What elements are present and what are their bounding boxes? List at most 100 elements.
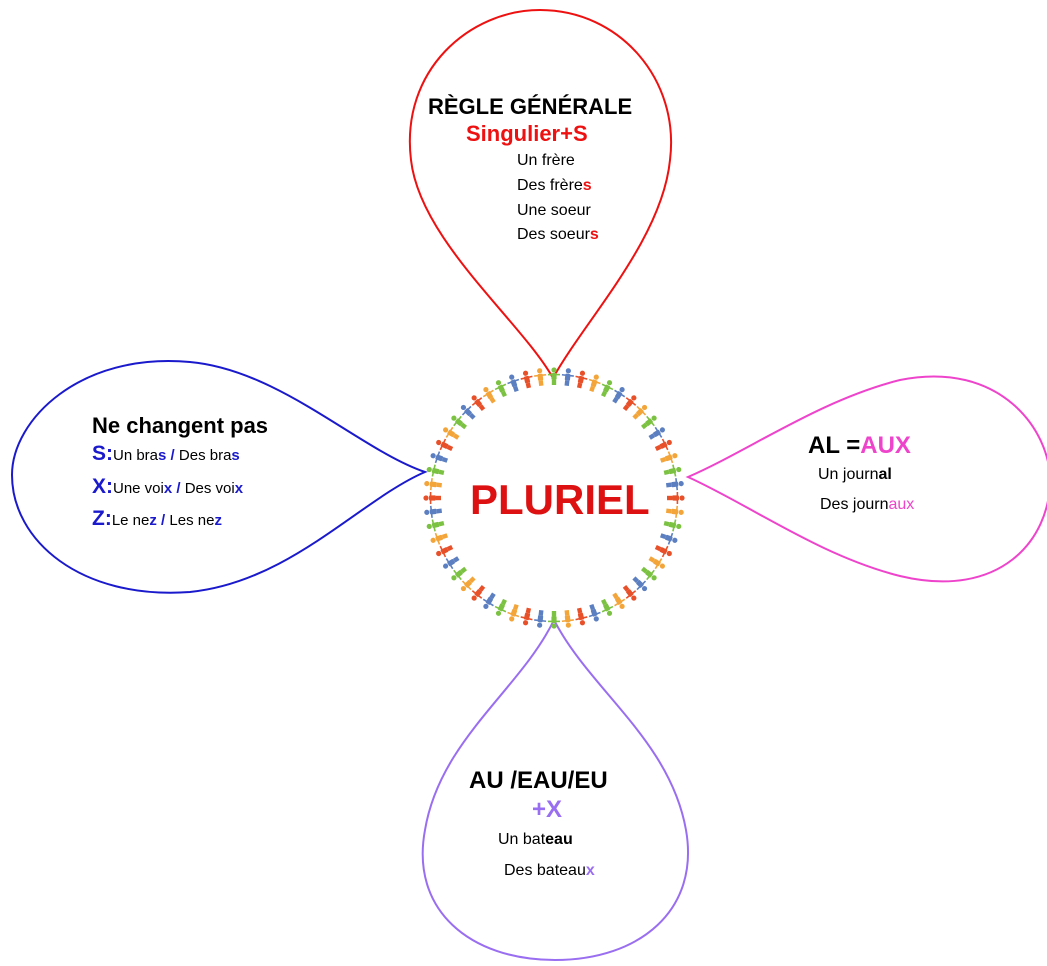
left-row-s-sep: / (166, 447, 179, 464)
ring-person-icon (632, 404, 648, 420)
top-heading: RÈGLE GÉNÉRALE (428, 94, 633, 119)
ring-person-icon (663, 464, 682, 477)
right-example-2: Des journaux (820, 496, 914, 514)
top-example-4: Des soeurs (517, 226, 599, 244)
ring-person-icon (460, 404, 476, 420)
bottom-bubble (421, 617, 689, 962)
bottom-example-2-base: Des bateau (504, 862, 586, 879)
top-example-2: Des frères (517, 177, 592, 195)
ring-person-icon (588, 603, 601, 622)
ring-person-icon (424, 478, 442, 491)
right-example-1-base: Un journ (818, 466, 879, 483)
ring-person-icon (632, 576, 648, 592)
right-example-1: Un journal (818, 466, 892, 484)
left-row-s-plur-base: Des bra (178, 447, 232, 464)
ring-person-icon (443, 426, 460, 440)
ring-person-icon (507, 374, 520, 393)
ring-person-icon (494, 598, 507, 616)
bottom-rule: +X (532, 796, 563, 823)
left-row-z-sep: / (156, 512, 170, 529)
top-example-4-base: Des soeur (517, 226, 590, 243)
top-example-2-base: Des frère (517, 177, 583, 194)
ring-person-icon (460, 576, 476, 592)
left-row-z-sing-base: Le ne (111, 512, 150, 529)
ring-person-icon (494, 380, 507, 398)
ring-person-icon (640, 566, 657, 581)
ring-person-icon (588, 374, 601, 393)
left-row-s-sing-end: s (158, 447, 167, 464)
ring-person-icon (426, 519, 445, 532)
left-heading: Ne changent pas (92, 413, 269, 438)
left-row-s-plur-end: s (231, 447, 240, 464)
left-row-x-sing-end: x (163, 480, 173, 497)
ring-person-icon (443, 556, 460, 570)
left-bubble (10, 360, 428, 594)
ring-person-icon (534, 610, 547, 628)
left-row-z-letter: Z: (92, 507, 112, 530)
ring-person-icon (426, 464, 445, 477)
ring-person-icon (648, 556, 665, 570)
ring-person-icon (471, 395, 486, 412)
bottom-example-2: Des bateaux (504, 862, 595, 880)
ring-person-icon (436, 438, 454, 451)
right-example-2-base: Des journ (820, 496, 889, 513)
top-example-2-suffix: s (582, 177, 592, 194)
top-example-4-suffix: s (589, 226, 599, 243)
ring-person-icon (507, 603, 520, 622)
ring-person-icon (482, 592, 496, 609)
bottom-heading: AU /EAU/EU (469, 767, 608, 794)
right-bubble (685, 375, 1047, 583)
ring-person-icon (430, 451, 449, 464)
left-row-z-plur-base: Les ne (169, 512, 215, 529)
right-heading-prefix: AL = (808, 432, 861, 459)
bottom-example-1: Un bateau (498, 831, 573, 849)
ring-person-icon (666, 505, 684, 518)
left-row-x-letter: X: (92, 475, 113, 498)
right-heading: AL =AUX (808, 432, 911, 460)
left-row-z: Z:Le nez / Les nez (92, 507, 222, 531)
ring-person-icon (659, 451, 678, 464)
ring-person-icon (659, 532, 678, 545)
ring-person-icon (640, 415, 657, 430)
ring-person-icon (451, 566, 468, 581)
left-row-x-sing-base: Une voi (113, 480, 164, 497)
left-row-x-plur-end: x (234, 480, 244, 497)
right-example-2-end: aux (888, 496, 915, 513)
right-heading-suffix: AUX (860, 432, 911, 459)
bottom-example-1-base: Un bat (498, 831, 546, 848)
bottom-example-1-end: eau (545, 831, 573, 848)
ring-person-icon (451, 415, 468, 430)
left-row-x-plur-base: Des voi (184, 480, 235, 497)
ring-person-icon (423, 492, 441, 504)
ring-person-icon (654, 545, 672, 558)
bottom-example-2-end: x (585, 862, 595, 879)
left-row-s: S:Un bras / Des bras (92, 442, 240, 466)
ring-person-icon (561, 610, 574, 628)
ring-person-icon (482, 387, 496, 404)
left-row-s-letter: S: (92, 442, 113, 465)
left-row-s-sing-base: Un bra (113, 447, 159, 464)
ring-person-icon (666, 478, 684, 491)
ring-person-icon (430, 532, 449, 545)
ring-person-icon (663, 519, 682, 532)
right-example-1-end: al (878, 466, 892, 483)
left-row-z-plur-end: z (214, 512, 222, 529)
top-example-3: Une soeur (517, 202, 591, 219)
ring-person-icon (520, 607, 533, 626)
ring-person-icon (575, 370, 588, 389)
top-bubble (408, 8, 673, 381)
ring-person-icon (622, 584, 637, 601)
top-rule: Singulier+S (466, 121, 588, 146)
people-ring-icon (423, 367, 685, 629)
ring-person-icon (612, 387, 626, 404)
ring-person-icon (534, 368, 547, 386)
ring-person-icon (612, 592, 626, 609)
left-row-x: X:Une voix / Des voix (92, 475, 243, 499)
center-title: PLURIEL (470, 476, 650, 523)
ring-person-icon (648, 426, 665, 440)
ring-person-icon (667, 492, 685, 504)
left-row-x-sep: / (172, 480, 185, 497)
ring-person-icon (520, 370, 533, 389)
ring-person-icon (471, 584, 486, 601)
